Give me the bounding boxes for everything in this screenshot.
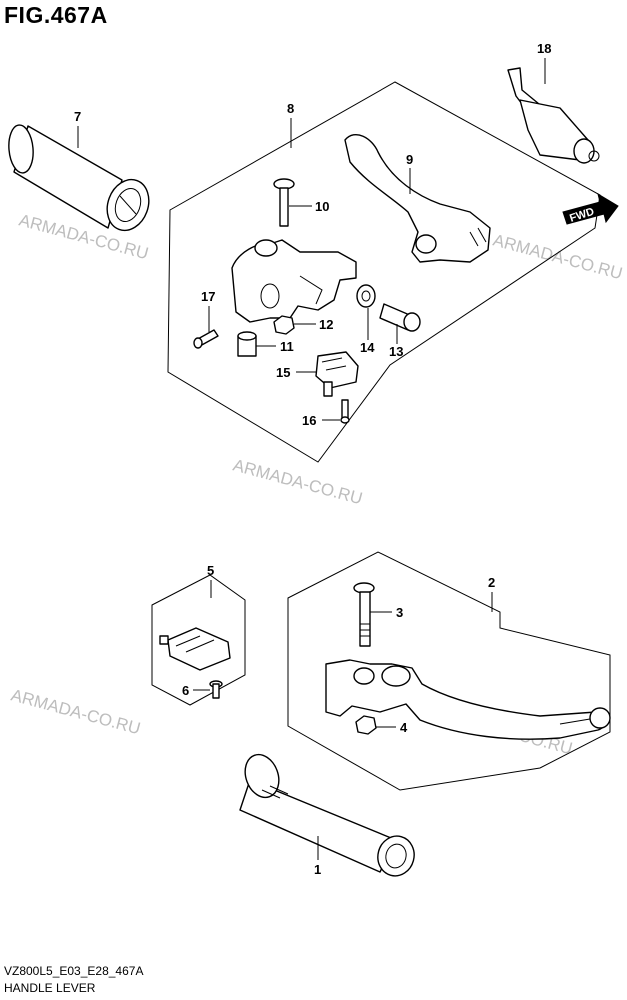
callout-10: 10	[315, 199, 329, 214]
screw-17	[193, 329, 219, 349]
brake-assembly-frame	[287, 551, 611, 791]
callouts: 7 8 9 10 17 12 11 14 13 15 16 18 5 6 2 3…	[74, 41, 551, 877]
screw-6	[209, 680, 223, 699]
callout-5: 5	[207, 563, 214, 578]
callout-9: 9	[406, 152, 413, 167]
callout-11: 11	[280, 339, 294, 354]
callout-17: 17	[201, 289, 215, 304]
callout-14: 14	[360, 340, 375, 355]
clutch-assembly-frame	[167, 81, 601, 463]
collar-11	[237, 331, 257, 357]
callout-3: 3	[396, 605, 403, 620]
callout-18: 18	[537, 41, 551, 56]
callout-6: 6	[182, 683, 189, 698]
callout-12: 12	[319, 317, 333, 332]
leader-lines	[77, 58, 546, 860]
callout-2: 2	[488, 575, 495, 590]
switch-assembly-frame	[151, 574, 246, 706]
callout-4: 4	[400, 720, 408, 735]
watermark-2: ARMADA-CO.RU	[491, 231, 625, 284]
adjuster-bolt-13	[379, 303, 421, 332]
callout-16: 16	[302, 413, 316, 428]
callout-8: 8	[287, 101, 294, 116]
bolt-3	[353, 582, 375, 647]
callout-15: 15	[276, 365, 290, 380]
callout-1: 1	[314, 862, 321, 877]
brake-lever	[325, 659, 611, 740]
diagram-code: VZ800L5_E03_E28_467A	[4, 964, 144, 978]
screw-16	[340, 399, 350, 424]
nut-12	[273, 315, 295, 335]
watermark-3: ARMADA-CO.RU	[231, 456, 365, 509]
switch-15	[315, 351, 359, 397]
fwd-label: FWD	[568, 206, 596, 225]
fwd-arrow: FWD	[562, 192, 619, 225]
adjuster-14	[356, 284, 376, 308]
clutch-lever	[344, 134, 491, 263]
clutch-bracket	[231, 239, 357, 323]
nut-4	[355, 715, 377, 735]
bolt-10	[273, 178, 295, 227]
grip-left	[8, 124, 150, 232]
cable-end-part	[507, 67, 600, 164]
callout-13: 13	[389, 344, 403, 359]
callout-7: 7	[74, 109, 81, 124]
figure-title: FIG.467A	[4, 2, 108, 28]
watermark-4: ARMADA-CO.RU	[9, 686, 143, 739]
throttle-grip	[239, 753, 415, 877]
switch-5	[159, 627, 231, 671]
diagram-name: HANDLE LEVER	[4, 981, 96, 995]
